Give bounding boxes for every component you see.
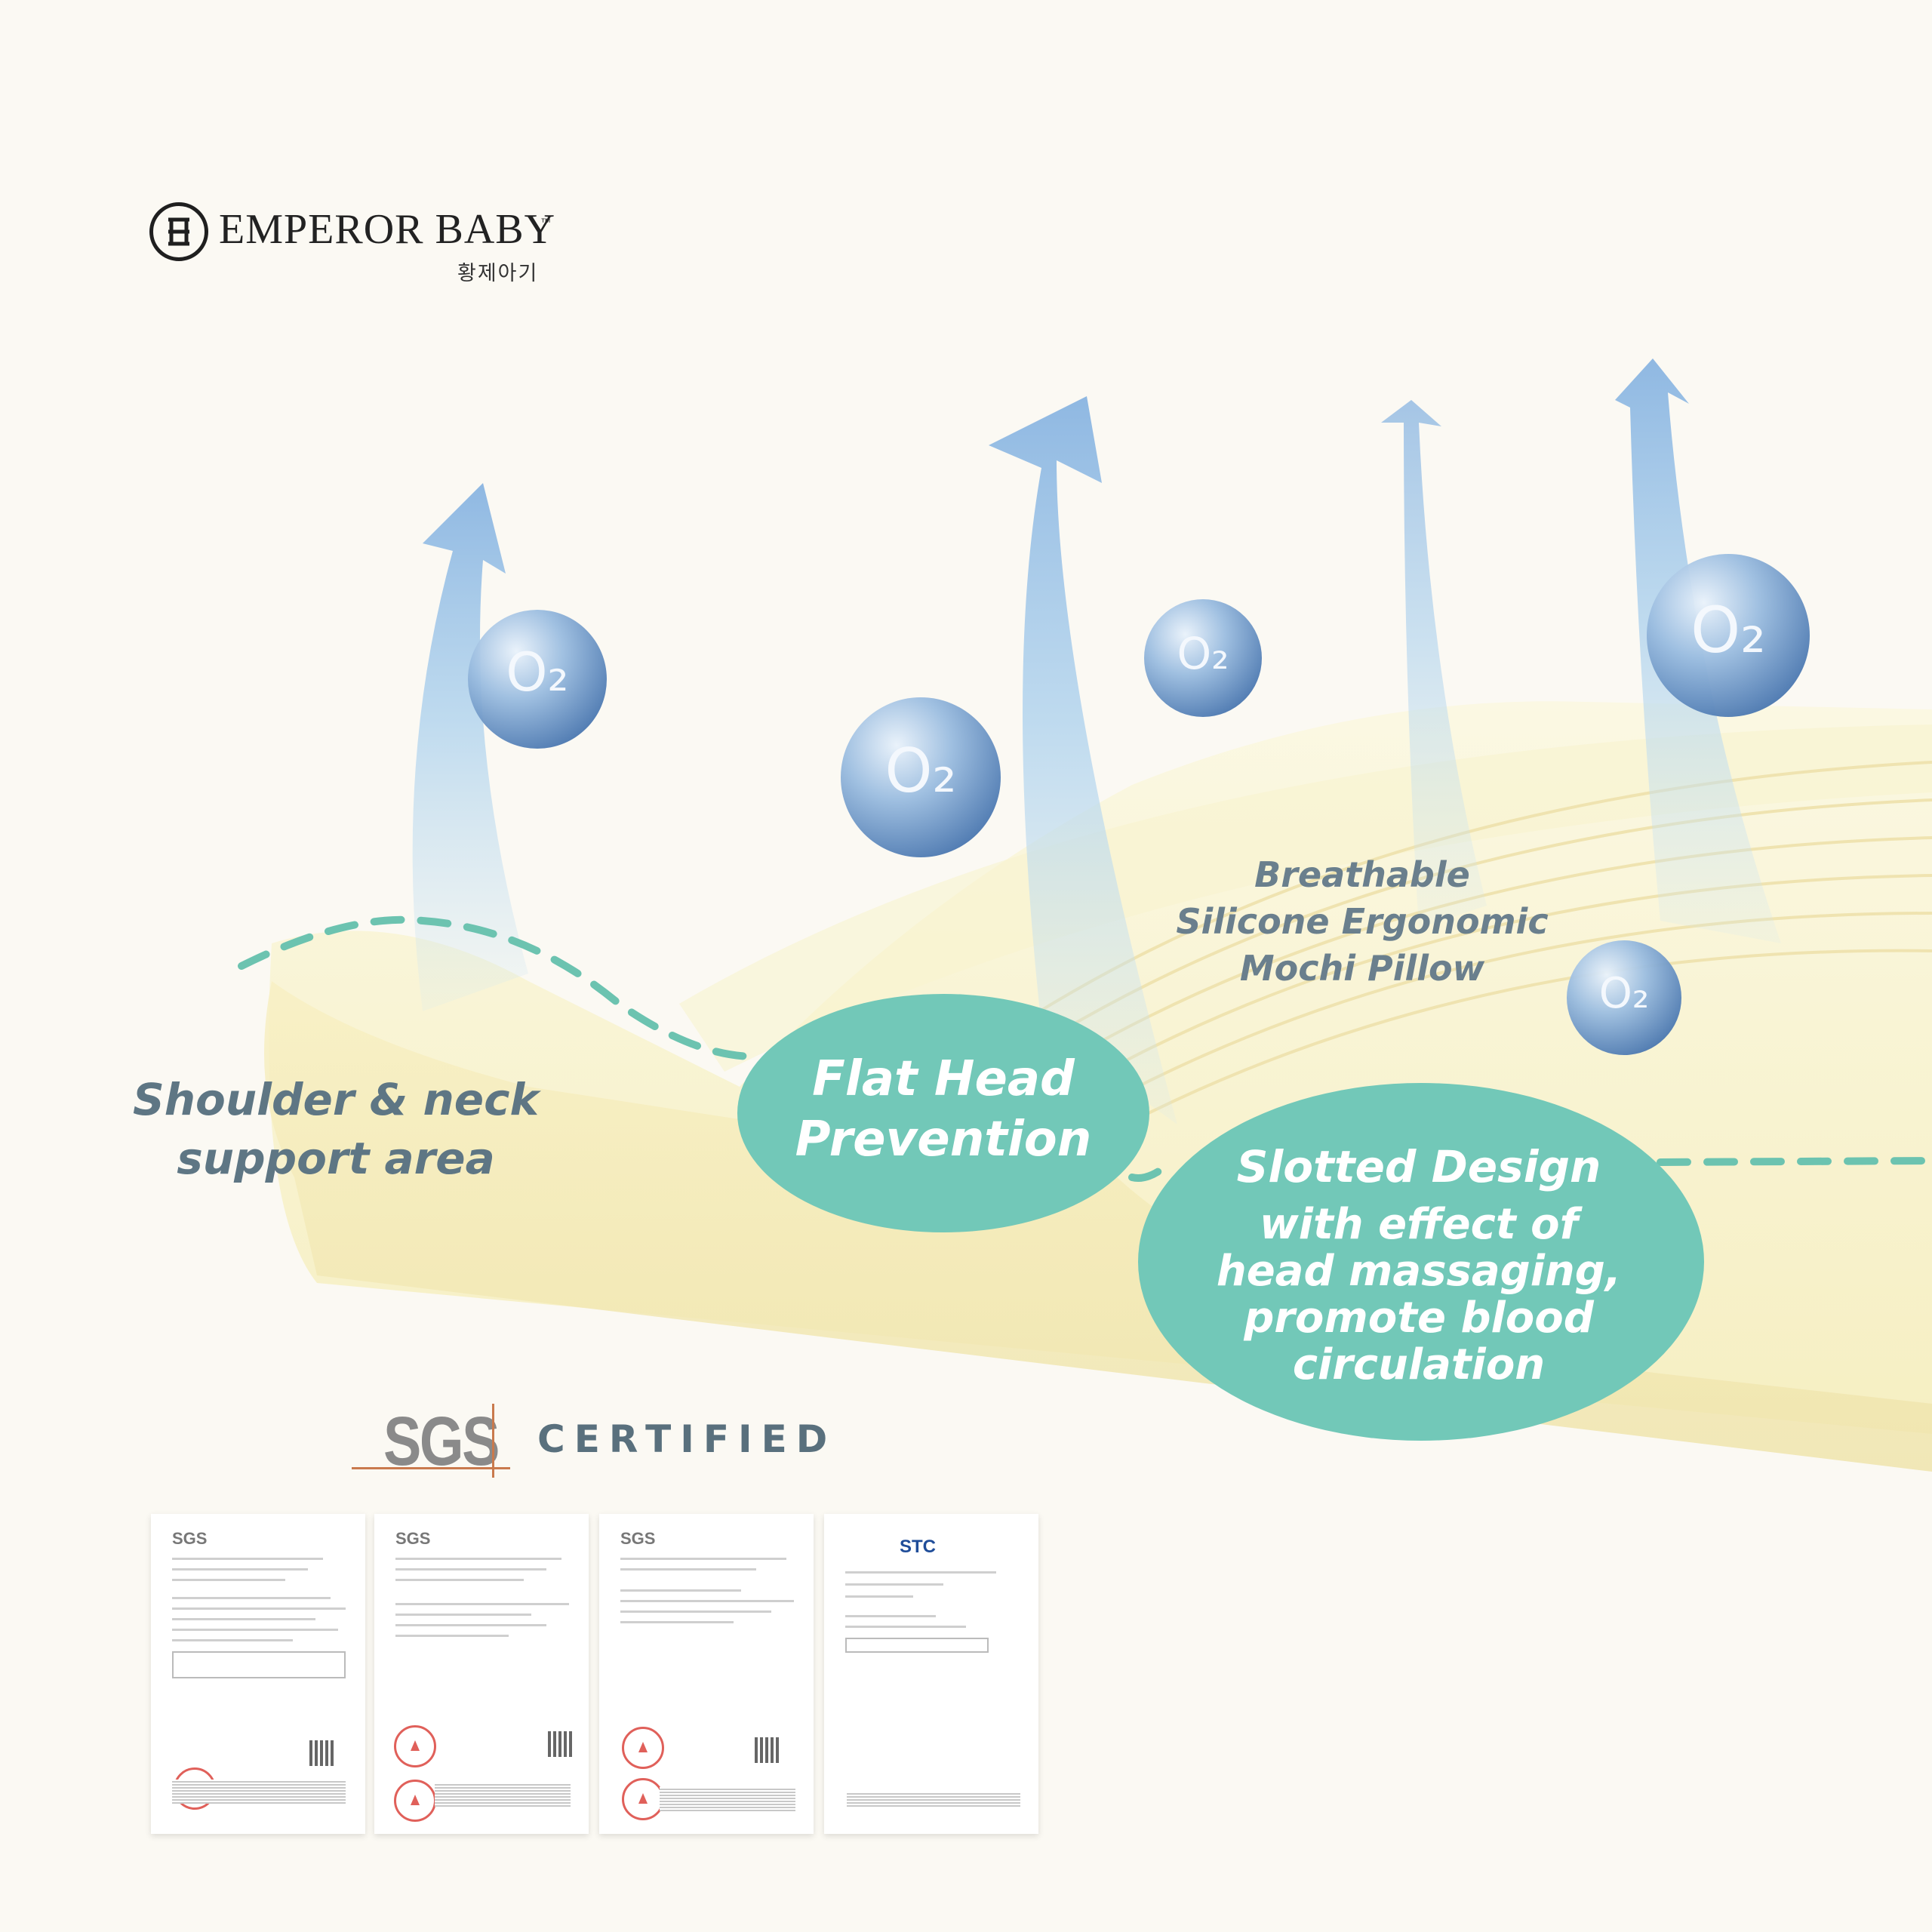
flat-head-line: Prevention xyxy=(795,1112,1092,1168)
o2-label: O₂ xyxy=(1690,593,1766,667)
breathable-label-line: Silicone Ergonomic xyxy=(1176,901,1549,942)
flat-head-bubble xyxy=(737,994,1149,1232)
slotted-design-bubble xyxy=(1138,1083,1704,1441)
breathable-label-line: Breathable xyxy=(1254,854,1470,895)
slotted-design-title: Slotted Design xyxy=(1236,1141,1601,1192)
breathable-label: Breathable Silicone Ergonomic Mochi Pill… xyxy=(1162,851,1562,992)
oxygen-spheres xyxy=(468,554,1810,1055)
o2-label: O₂ xyxy=(506,641,569,703)
certificate-document: SGS xyxy=(374,1514,589,1834)
flat-head-line: Flat Head xyxy=(812,1051,1075,1107)
breathable-label-line: Mochi Pillow xyxy=(1239,948,1485,989)
slotted-design-body: with effect of head massaging, promote b… xyxy=(1140,1201,1698,1389)
neck-support-label: Shoulder & neck support area xyxy=(128,1070,543,1188)
slotted-body-line: with effect of xyxy=(1260,1200,1578,1249)
certificate-document: SGS xyxy=(599,1514,814,1834)
document-header: STC xyxy=(900,1537,936,1557)
o2-label: O₂ xyxy=(1598,969,1650,1018)
slotted-body-line: circulation xyxy=(1292,1340,1546,1389)
neck-label-line: Shoulder & neck xyxy=(132,1074,540,1125)
brand-trademark: ™ xyxy=(540,216,551,228)
document-header: SGS xyxy=(172,1529,208,1548)
flat-head-text: Flat Head Prevention xyxy=(743,1049,1143,1170)
certified-title: CERTIFIED xyxy=(537,1417,837,1461)
slotted-body-line: head massaging, xyxy=(1216,1247,1622,1296)
brand-korean-name: 황제아기 xyxy=(457,262,539,285)
sgs-logo-divider xyxy=(492,1404,494,1478)
document-header: SGS xyxy=(620,1529,656,1548)
brand-logo-icon xyxy=(149,202,208,261)
dashed-contour xyxy=(238,915,1932,1182)
document-header: SGS xyxy=(395,1529,431,1548)
certificate-document: STC xyxy=(824,1514,1038,1834)
sgs-logo: SGS xyxy=(383,1403,500,1480)
brand-name: EMPEROR BABY xyxy=(219,206,556,253)
neck-label-line: support area xyxy=(177,1133,495,1184)
sgs-logo-rule xyxy=(352,1467,510,1469)
slotted-body-line: promote blood xyxy=(1244,1294,1594,1343)
o2-label: O₂ xyxy=(884,736,957,806)
pillow-side xyxy=(264,981,1932,1472)
o2-label: O₂ xyxy=(1177,628,1229,679)
certificate-document: SGS xyxy=(151,1514,365,1834)
